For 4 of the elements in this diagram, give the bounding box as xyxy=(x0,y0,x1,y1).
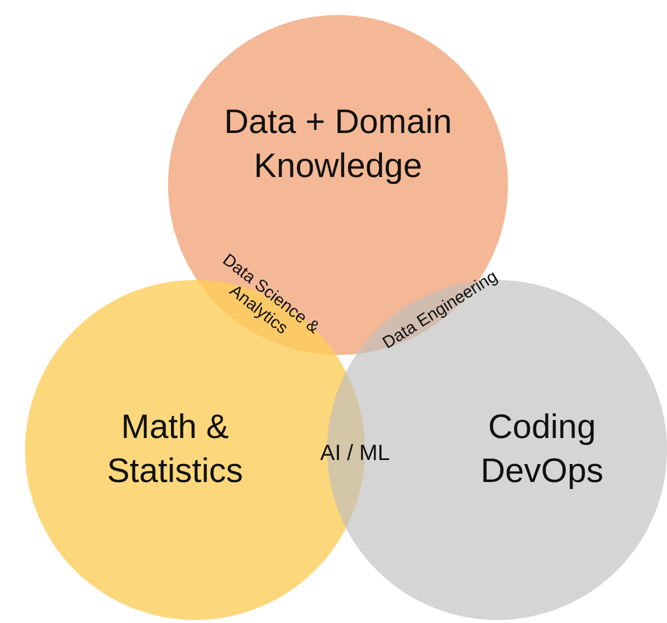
circle-label: Coding DevOps xyxy=(480,407,604,492)
circle-label: Data + Domain Knowledge xyxy=(223,102,453,188)
circle-label: Math & Statistics xyxy=(106,407,244,492)
overlap-label: AI / ML xyxy=(319,440,391,466)
